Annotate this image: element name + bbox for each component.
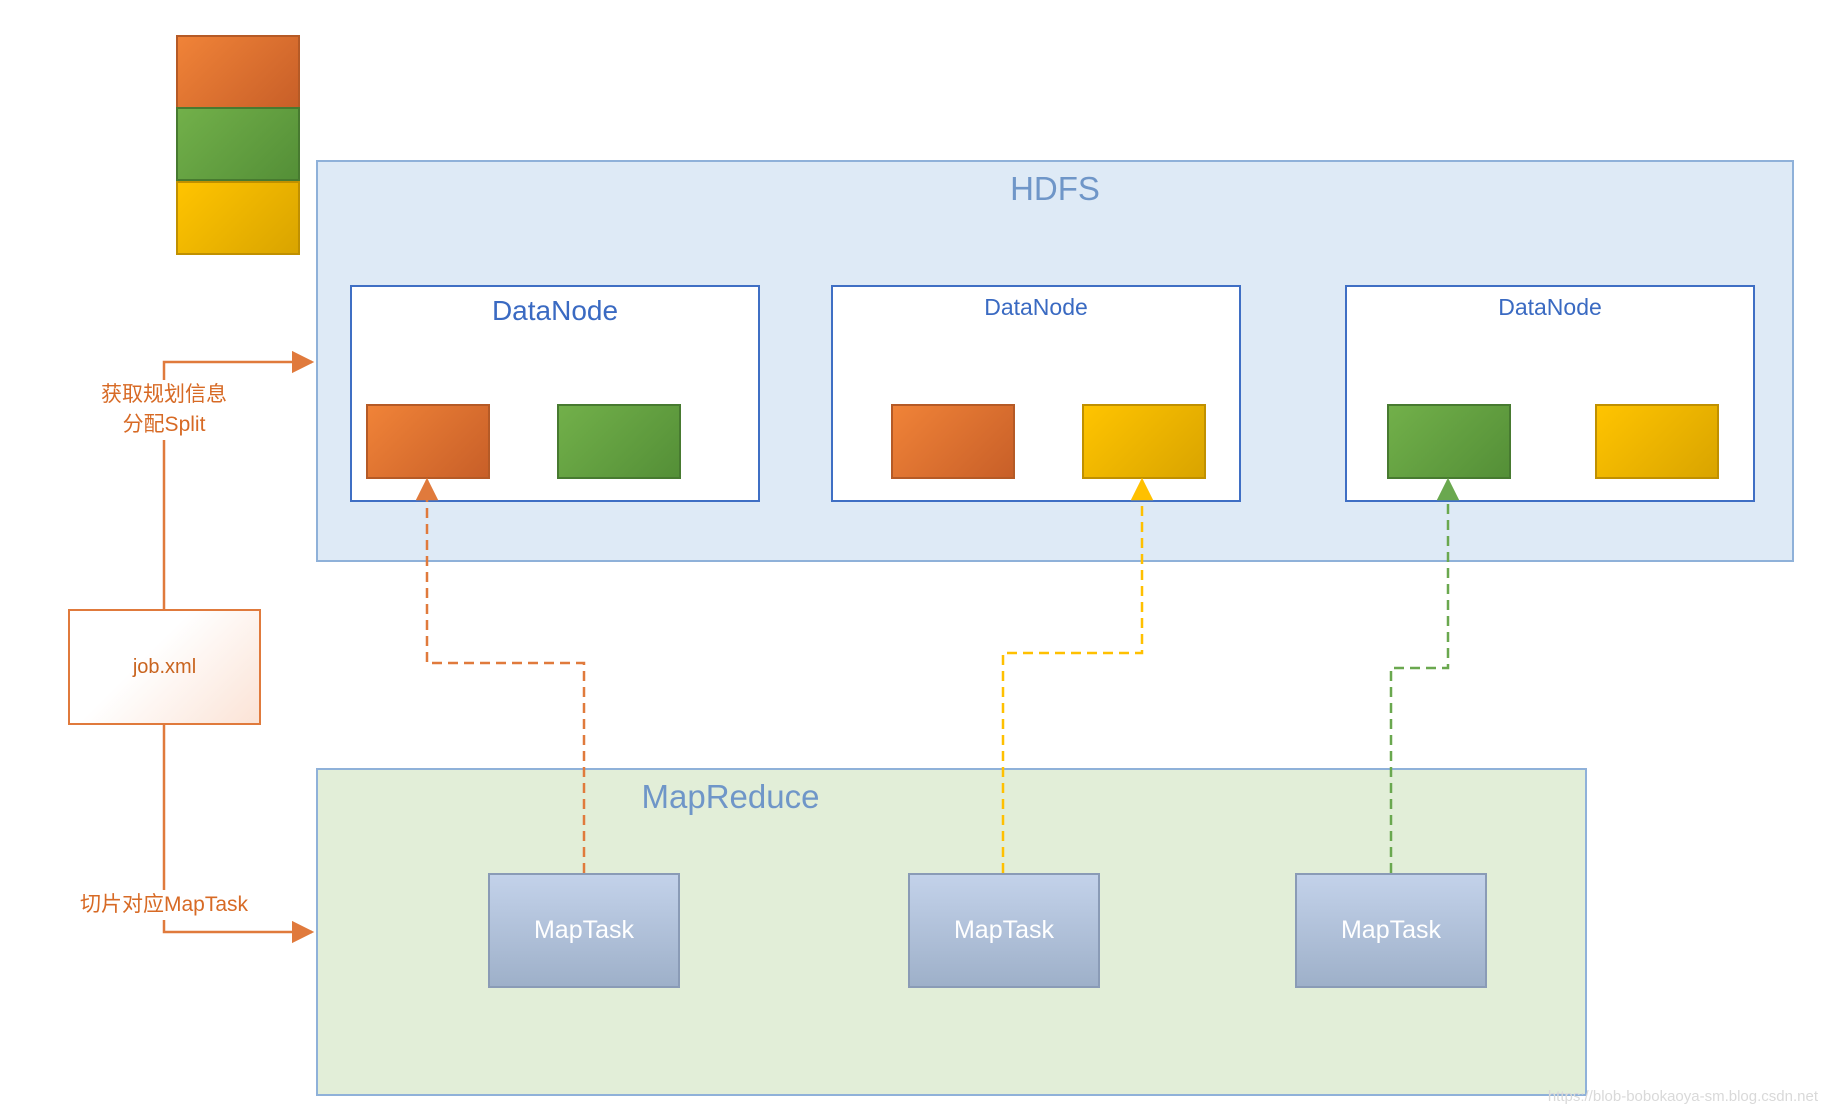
datanode-1-title: DataNode — [491, 295, 619, 326]
label-get-plan-line1: 获取规划信息 — [64, 380, 264, 410]
datanode-1-block-green — [557, 404, 681, 479]
arrow-maptask2-to-yellow-block — [1001, 477, 1154, 873]
maptask-2: MapTask — [908, 873, 1100, 988]
legend-block-yellow — [176, 181, 300, 255]
datanode-2-title: DataNode — [984, 294, 1088, 320]
job-xml-box: job.xml — [68, 609, 261, 725]
datanode-1: DataNode — [350, 285, 760, 502]
arrow-maptask3-to-green-block — [1389, 477, 1460, 873]
maptask-3: MapTask — [1295, 873, 1487, 988]
label-split-to-maptask: 切片对应MapTask — [64, 890, 264, 920]
datanode-3-title: DataNode — [1498, 294, 1602, 320]
hdfs-title: HDFS — [1010, 170, 1100, 207]
label-get-plan-line2: 分配Split — [64, 410, 264, 440]
arrow-maptask1-to-orange-block — [415, 477, 586, 873]
arrow-job-to-hdfs — [162, 350, 315, 609]
datanode-1-block-orange — [366, 404, 490, 479]
datanode-2-block-yellow — [1082, 404, 1206, 479]
legend-block-green — [176, 107, 300, 181]
datanode-3-block-yellow — [1595, 404, 1719, 479]
datanode-3-block-green — [1387, 404, 1511, 479]
legend-block-orange — [176, 35, 300, 109]
datanode-3: DataNode — [1345, 285, 1755, 502]
datanode-2-block-orange — [891, 404, 1015, 479]
datanode-2: DataNode — [831, 285, 1241, 502]
mapreduce-title: MapReduce — [641, 778, 820, 815]
maptask-1: MapTask — [488, 873, 680, 988]
arrow-job-to-mapreduce — [162, 725, 315, 944]
watermark: https://blob-bobokaoya-sm.blog.csdn.net — [1547, 1088, 1818, 1105]
